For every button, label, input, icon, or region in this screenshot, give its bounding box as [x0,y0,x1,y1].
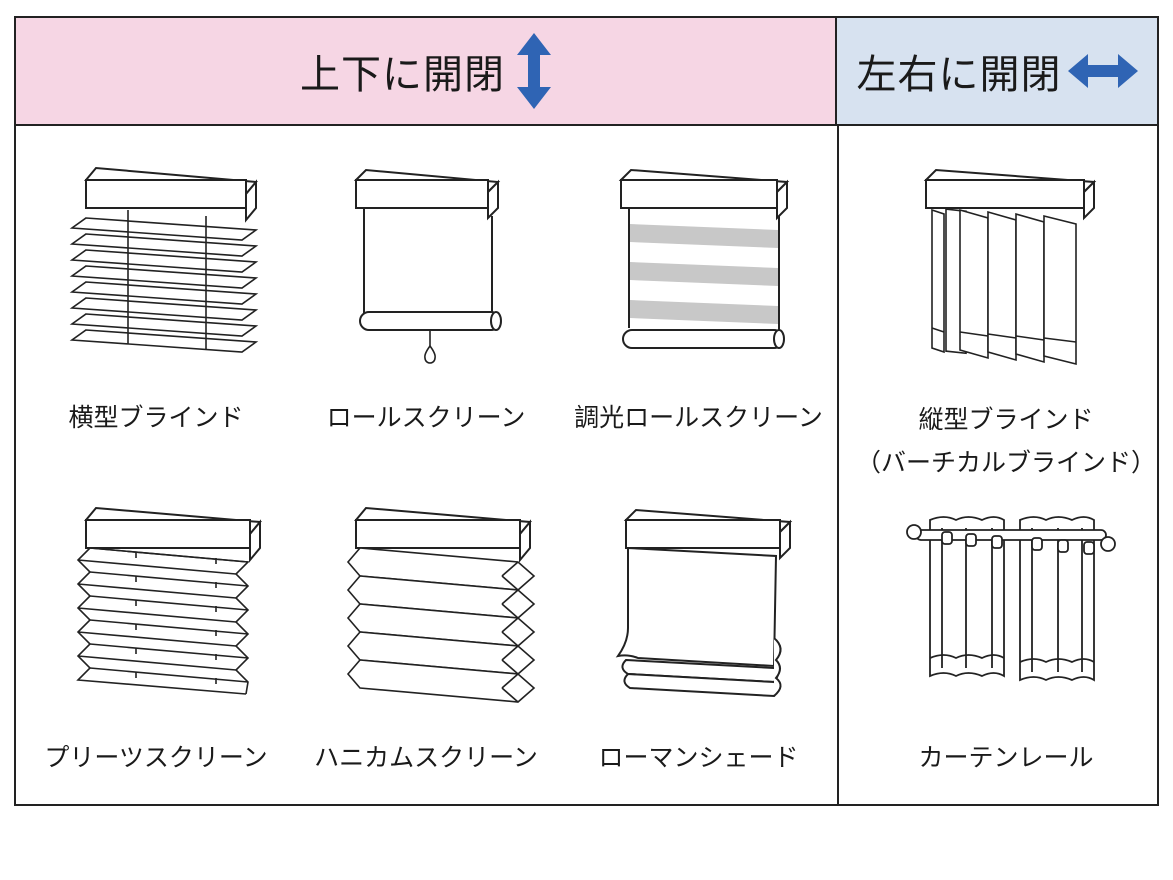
horizontal-blind-label: 横型ブラインド [68,403,244,432]
dimout-roll-screen-label: 調光ロールスクリーン [574,403,823,432]
roll-screen-cell: ロールスクリーン [306,168,546,438]
vertical-opening-title: 上下に開閉 [300,52,505,98]
curtain-rail-cell: カーテンレール [856,508,1156,778]
dimout-roll-screen-cell: 調光ロールスクリーン [571,168,826,438]
roman-shade-icon [615,508,792,698]
pleated-screen-cell: プリーツスクリーン [36,506,276,778]
vertical-opening-header: 上下に開閉 [16,18,837,126]
curtain-rail-icon [906,516,1116,682]
honeycomb-screen-label: ハニカムスクリーン [314,743,538,772]
vertical-blind-label: 縦型ブラインド [918,405,1094,434]
roll-screen-icon [353,168,502,364]
left-right-arrow-icon [1067,54,1138,88]
roman-shade-label: ローマンシェード [598,743,799,772]
pleated-screen-label: プリーツスクリーン [44,743,268,772]
roll-screen-label: ロールスクリーン [326,403,526,432]
honeycomb-screen-icon [346,506,536,703]
up-down-arrow-icon [517,33,551,109]
dimout-roll-screen-icon [618,168,789,349]
vertical-blind-icon [923,168,1097,366]
column-divider [837,124,839,804]
vertical-blind-cell: 縦型ブラインド （バーチカルブラインド） [856,168,1156,488]
horizontal-blind-icon [69,166,259,353]
pleated-screen-icon [76,506,262,695]
horizontal-opening-title: 左右に開閉 [856,52,1062,98]
comparison-table: 上下に開閉 左右に開閉 [14,16,1159,806]
horizontal-opening-header: 左右に開閉 [837,18,1157,126]
horizontal-blind-cell: 横型ブラインド [36,166,276,438]
curtain-rail-label: カーテンレール [918,743,1094,772]
roman-shade-cell: ローマンシェード [571,508,826,778]
honeycomb-screen-cell: ハニカムスクリーン [301,506,551,778]
vertical-blind-sub-label: （バーチカルブラインド） [856,448,1157,477]
